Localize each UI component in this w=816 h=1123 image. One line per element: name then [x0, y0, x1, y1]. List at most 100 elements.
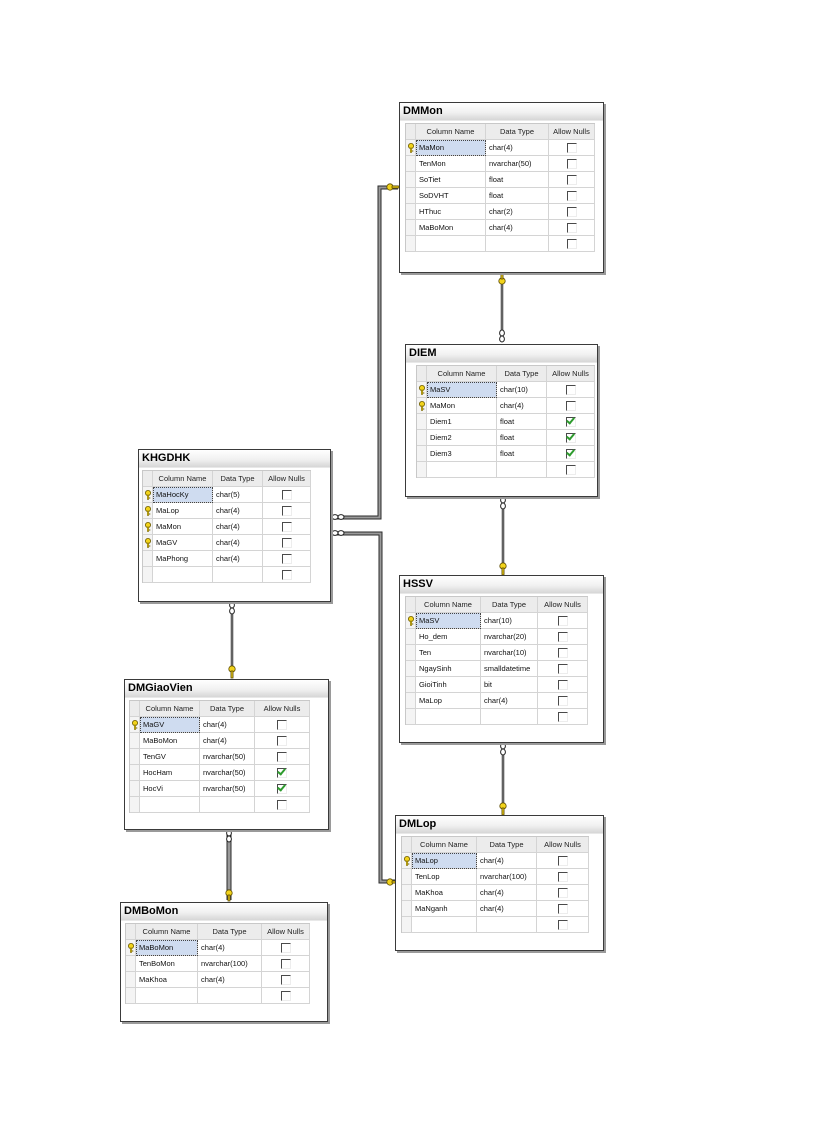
data-type-cell[interactable]: [200, 797, 255, 813]
allow-nulls-checkbox[interactable]: [557, 663, 568, 674]
column-name-cell[interactable]: [136, 988, 198, 1004]
column-name-cell[interactable]: [153, 567, 213, 583]
data-type-cell[interactable]: char(4): [213, 535, 263, 551]
data-type-cell[interactable]: nvarchar(50): [200, 749, 255, 765]
allow-nulls-checkbox[interactable]: [557, 647, 568, 658]
data-type-cell[interactable]: nvarchar(100): [198, 956, 262, 972]
row-selector[interactable]: [406, 156, 416, 172]
data-type-cell[interactable]: float: [486, 172, 549, 188]
allow-nulls-checkbox[interactable]: [557, 855, 568, 866]
allow-nulls-checkbox[interactable]: [280, 958, 291, 969]
data-type-cell[interactable]: char(2): [486, 204, 549, 220]
column-name-cell[interactable]: MaMon: [427, 398, 497, 414]
column-name-cell[interactable]: MaLop: [153, 503, 213, 519]
row-selector[interactable]: [406, 693, 416, 709]
data-type-cell[interactable]: char(10): [481, 613, 538, 629]
allow-nulls-checkbox[interactable]: [557, 679, 568, 690]
row-selector[interactable]: [126, 940, 136, 956]
row-selector[interactable]: [143, 487, 153, 503]
row-selector[interactable]: [126, 972, 136, 988]
data-type-cell[interactable]: char(4): [200, 717, 255, 733]
data-type-cell[interactable]: nvarchar(50): [200, 765, 255, 781]
row-selector[interactable]: [143, 519, 153, 535]
allow-nulls-checkbox[interactable]: [280, 990, 291, 1001]
data-type-cell[interactable]: char(4): [486, 140, 549, 156]
allow-nulls-checkbox[interactable]: [557, 711, 568, 722]
row-selector[interactable]: [402, 869, 412, 885]
data-type-cell[interactable]: float: [497, 430, 547, 446]
data-type-cell[interactable]: char(4): [213, 551, 263, 567]
data-type-cell[interactable]: char(4): [213, 503, 263, 519]
allow-nulls-checkbox[interactable]: [557, 871, 568, 882]
row-selector[interactable]: [130, 717, 140, 733]
allow-nulls-checkbox[interactable]: [566, 190, 577, 201]
row-selector[interactable]: [406, 172, 416, 188]
allow-nulls-checkbox[interactable]: [281, 553, 292, 564]
row-selector[interactable]: [143, 567, 153, 583]
data-type-cell[interactable]: char(10): [497, 382, 547, 398]
column-name-cell[interactable]: MaGV: [140, 717, 200, 733]
column-name-cell[interactable]: NgaySinh: [416, 661, 481, 677]
allow-nulls-checkbox[interactable]: [281, 521, 292, 532]
row-selector[interactable]: [406, 677, 416, 693]
row-selector[interactable]: [126, 988, 136, 1004]
allow-nulls-checkbox[interactable]: [566, 174, 577, 185]
row-selector[interactable]: [126, 956, 136, 972]
column-name-cell[interactable]: Diem1: [427, 414, 497, 430]
allow-nulls-checkbox[interactable]: [565, 384, 576, 395]
data-type-cell[interactable]: bit: [481, 677, 538, 693]
column-name-cell[interactable]: [427, 462, 497, 478]
column-name-cell[interactable]: Ten: [416, 645, 481, 661]
data-type-cell[interactable]: char(4): [481, 693, 538, 709]
row-selector[interactable]: [130, 765, 140, 781]
column-name-cell[interactable]: MaLop: [412, 853, 477, 869]
allow-nulls-checkbox[interactable]: [281, 489, 292, 500]
row-selector[interactable]: [417, 446, 427, 462]
allow-nulls-checkbox[interactable]: [277, 735, 287, 746]
row-selector[interactable]: [130, 781, 140, 797]
data-type-cell[interactable]: [198, 988, 262, 1004]
column-name-cell[interactable]: HThuc: [416, 204, 486, 220]
column-name-cell[interactable]: TenLop: [412, 869, 477, 885]
data-type-cell[interactable]: [497, 462, 547, 478]
data-type-cell[interactable]: char(4): [200, 733, 255, 749]
empty-column-row[interactable]: [402, 917, 589, 933]
allow-nulls-checkbox[interactable]: [280, 942, 291, 953]
allow-nulls-checkbox[interactable]: [557, 615, 568, 626]
column-name-cell[interactable]: MaKhoa: [136, 972, 198, 988]
data-type-cell[interactable]: nvarchar(50): [200, 781, 255, 797]
column-name-cell[interactable]: MaBoMon: [416, 220, 486, 236]
data-type-cell[interactable]: [481, 709, 538, 725]
column-name-cell[interactable]: MaBoMon: [136, 940, 198, 956]
row-selector[interactable]: [406, 188, 416, 204]
data-type-cell[interactable]: nvarchar(20): [481, 629, 538, 645]
data-type-cell[interactable]: char(4): [477, 853, 537, 869]
allow-nulls-checkbox[interactable]: [565, 400, 576, 411]
empty-column-row[interactable]: [406, 709, 588, 725]
column-name-cell[interactable]: [416, 236, 486, 252]
column-name-cell[interactable]: Diem3: [427, 446, 497, 462]
column-name-cell[interactable]: MaHocKy: [153, 487, 213, 503]
data-type-cell[interactable]: char(4): [486, 220, 549, 236]
row-selector[interactable]: [417, 462, 427, 478]
